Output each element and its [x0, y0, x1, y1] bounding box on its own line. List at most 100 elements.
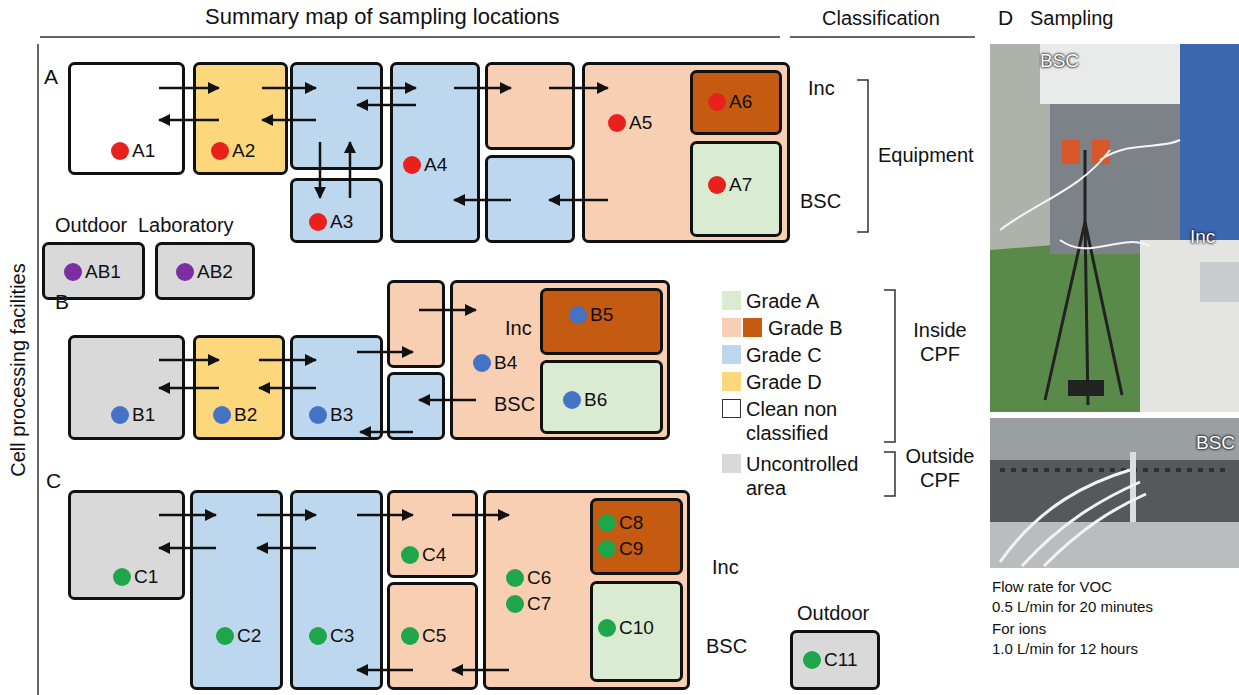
figure-label: 1.0 L/min for 12 hours	[992, 640, 1138, 658]
figure-label: BSC	[706, 634, 747, 658]
point-label: C8	[619, 512, 643, 534]
room-fill	[692, 143, 781, 236]
flow-arrows	[262, 88, 608, 432]
figure-label: Equipment	[878, 143, 974, 167]
point-label: C3	[330, 625, 354, 647]
room-box: B3	[290, 335, 383, 440]
figure-label: C	[46, 468, 61, 493]
sampling-dot	[563, 391, 581, 409]
sampling-dot	[64, 263, 82, 281]
figure-label: BSC	[800, 189, 841, 213]
point-label: C7	[527, 593, 551, 615]
flow-arrow	[360, 431, 413, 434]
room-fill	[292, 180, 382, 242]
corridor-room	[487, 64, 574, 149]
figure-label: For ions	[992, 620, 1046, 638]
photo-pump	[1062, 140, 1080, 164]
sampling-dot	[211, 142, 229, 160]
sampling-point: A3	[309, 211, 353, 233]
photo-grille	[1000, 468, 1230, 472]
sampling-dot	[111, 406, 129, 424]
flow-arrow	[419, 399, 476, 402]
photo-sampling-room	[990, 44, 1239, 412]
sampling-dot	[213, 406, 231, 424]
flow-arrow	[159, 87, 219, 90]
flow-arrow	[319, 142, 322, 198]
room-fill	[392, 64, 479, 242]
sampling-dot	[569, 306, 587, 324]
bracket	[857, 80, 868, 232]
flow-arrow	[357, 514, 413, 517]
sampling-dot	[176, 263, 194, 281]
sampling-dot	[598, 514, 616, 532]
point-label: C5	[422, 625, 446, 647]
flow-arrow	[452, 669, 509, 672]
legend-swatch	[722, 318, 741, 337]
point-label: B5	[590, 304, 613, 326]
sampling-dot	[309, 213, 327, 231]
sampling-dot	[401, 627, 419, 645]
sampling-point: C11	[803, 649, 857, 671]
photo-label: Inc	[1190, 226, 1215, 249]
room-box: A3	[290, 178, 383, 243]
room-fill	[195, 64, 287, 174]
area-heading: Laboratory	[138, 214, 234, 236]
photo-window	[1050, 104, 1180, 254]
photo-floor	[990, 230, 1239, 412]
figure-label: A	[44, 64, 58, 89]
flow-arrow	[257, 547, 316, 550]
photo-pump-base	[1068, 380, 1104, 396]
room-box: A7	[690, 141, 782, 237]
room-box: C1	[68, 490, 185, 600]
legend-swatch	[722, 345, 741, 364]
room-fill	[692, 72, 781, 134]
room-box: A2	[193, 62, 288, 175]
area-heading: Outdoor	[797, 602, 869, 624]
room-box: A1	[68, 62, 185, 175]
flow-arrow	[259, 387, 316, 390]
flow-arrow	[419, 309, 476, 312]
point-label: C10	[619, 617, 654, 639]
sampling-point: AB1	[64, 261, 121, 283]
legend-text: Grade D	[746, 370, 876, 394]
sampling-point: A1	[111, 140, 155, 162]
photo-bsc-bg	[990, 418, 1239, 568]
room-fill	[485, 492, 689, 689]
sampling-point: B4	[473, 352, 517, 374]
flow-arrow	[262, 87, 316, 90]
sampling-dot	[309, 627, 327, 645]
point-label: A6	[729, 91, 752, 113]
figure-label: Classification	[822, 6, 940, 30]
sampling-point: B5	[569, 304, 613, 326]
figure-label: BSC	[494, 392, 535, 416]
sampling-point: C2	[216, 625, 261, 647]
legend-extra-swatch	[743, 318, 762, 337]
flow-arrow	[454, 199, 511, 202]
room-fill	[452, 282, 669, 439]
room-fill	[192, 492, 282, 689]
figure-label: Inc	[712, 555, 739, 579]
sampling-point: C10	[598, 617, 654, 639]
flow-arrow	[549, 87, 608, 90]
sampling-point: A5	[608, 112, 652, 134]
sampling-point: A6	[708, 91, 752, 113]
room-fill	[592, 500, 682, 574]
flow-arrow	[159, 514, 216, 517]
sampling-dot	[111, 142, 129, 160]
room-box: LaboratoryAB2	[155, 242, 255, 300]
room-box: B2	[193, 335, 285, 440]
flow-arrow	[159, 359, 219, 362]
figure-label: Inc	[808, 76, 835, 100]
sampling-point: C9	[598, 538, 643, 560]
photo-cabinet	[1040, 44, 1190, 104]
room-fill	[584, 64, 789, 242]
flow-arrow	[454, 87, 511, 90]
sampling-point: B3	[309, 404, 353, 426]
flow-arrow	[159, 387, 219, 390]
figure-label: Sampling	[1030, 6, 1113, 30]
sampling-dot	[598, 619, 616, 637]
photo-incubator	[1140, 240, 1239, 412]
room-box: A5 A6A7	[582, 62, 790, 243]
flow-arrow	[357, 351, 413, 354]
